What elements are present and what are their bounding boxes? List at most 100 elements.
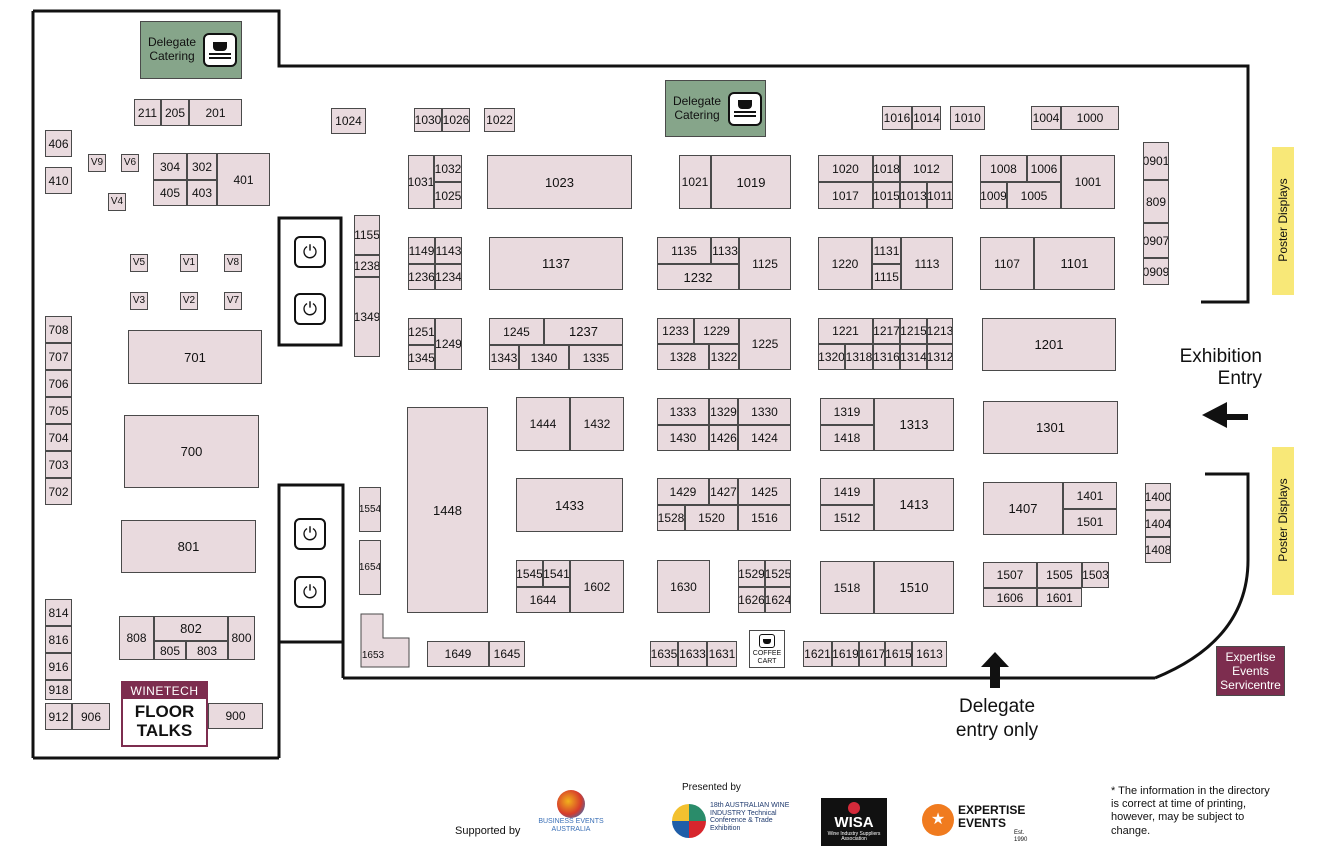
booth-802[interactable]: 802 — [154, 616, 228, 641]
booth-1340[interactable]: 1340 — [519, 345, 569, 370]
booth-1213[interactable]: 1213 — [927, 318, 953, 344]
booth-1249[interactable]: 1249 — [435, 318, 462, 370]
booth-1554[interactable]: 1554 — [359, 487, 381, 532]
booth-1505[interactable]: 1505 — [1037, 562, 1082, 588]
booth-0907[interactable]: 0907 — [1143, 223, 1169, 258]
booth-1635[interactable]: 1635 — [650, 641, 678, 667]
booth-1314[interactable]: 1314 — [900, 344, 927, 370]
booth-v6[interactable]: V6 — [121, 154, 139, 172]
booth-900[interactable]: 900 — [208, 703, 263, 729]
booth-205[interactable]: 205 — [161, 99, 189, 126]
booth-v7[interactable]: V7 — [224, 292, 242, 310]
booth-701[interactable]: 701 — [128, 330, 262, 384]
booth-1424[interactable]: 1424 — [738, 425, 791, 451]
booth-1009[interactable]: 1009 — [980, 182, 1007, 209]
booth-1015[interactable]: 1015 — [873, 182, 900, 209]
booth-1329[interactable]: 1329 — [709, 398, 738, 425]
booth-1018[interactable]: 1018 — [873, 155, 900, 182]
booth-1012[interactable]: 1012 — [900, 155, 953, 182]
booth-1201[interactable]: 1201 — [982, 318, 1116, 371]
booth-1503[interactable]: 1503 — [1082, 562, 1109, 588]
booth-1425[interactable]: 1425 — [738, 478, 791, 505]
booth-1220[interactable]: 1220 — [818, 237, 872, 290]
booth-v5[interactable]: V5 — [130, 254, 148, 272]
booth-v3[interactable]: V3 — [130, 292, 148, 310]
booth-1426[interactable]: 1426 — [709, 425, 738, 451]
booth-1019[interactable]: 1019 — [711, 155, 791, 209]
booth-702[interactable]: 702 — [45, 478, 72, 505]
booth-1318[interactable]: 1318 — [845, 344, 873, 370]
booth-808[interactable]: 808 — [119, 616, 154, 660]
booth-1008[interactable]: 1008 — [980, 155, 1027, 182]
booth-816[interactable]: 816 — [45, 626, 72, 653]
booth-1613[interactable]: 1613 — [912, 641, 947, 667]
booth-1333[interactable]: 1333 — [657, 398, 709, 425]
booth-1404[interactable]: 1404 — [1145, 510, 1171, 537]
booth-1107[interactable]: 1107 — [980, 237, 1034, 290]
booth-1301[interactable]: 1301 — [983, 401, 1118, 454]
booth-1316[interactable]: 1316 — [873, 344, 900, 370]
booth-912[interactable]: 912 — [45, 703, 72, 730]
booth-405[interactable]: 405 — [153, 180, 187, 206]
booth-403[interactable]: 403 — [187, 180, 217, 206]
booth-1313[interactable]: 1313 — [874, 398, 954, 451]
booth-1149[interactable]: 1149 — [408, 237, 435, 264]
booth-1001[interactable]: 1001 — [1061, 155, 1115, 209]
booth-1644[interactable]: 1644 — [516, 587, 570, 613]
booth-1529[interactable]: 1529 — [738, 560, 765, 587]
booth-805[interactable]: 805 — [154, 641, 186, 660]
booth-1408[interactable]: 1408 — [1145, 537, 1171, 563]
booth-1621[interactable]: 1621 — [803, 641, 832, 667]
booth-707[interactable]: 707 — [45, 343, 72, 370]
booth-1006[interactable]: 1006 — [1027, 155, 1061, 182]
booth-304[interactable]: 304 — [153, 153, 187, 180]
booth-1631[interactable]: 1631 — [707, 641, 737, 667]
booth-703[interactable]: 703 — [45, 451, 72, 478]
booth-v4[interactable]: V4 — [108, 193, 126, 211]
booth-906[interactable]: 906 — [72, 703, 110, 730]
booth-1017[interactable]: 1017 — [818, 182, 873, 209]
booth-1133[interactable]: 1133 — [711, 237, 739, 264]
booth-1335[interactable]: 1335 — [569, 345, 623, 370]
booth-1528[interactable]: 1528 — [657, 505, 685, 531]
booth-1427[interactable]: 1427 — [709, 478, 738, 505]
coffee-cart[interactable]: COFFEE CART — [749, 630, 785, 668]
booth-1444[interactable]: 1444 — [516, 397, 570, 451]
booth-1217[interactable]: 1217 — [873, 318, 900, 344]
booth-1343[interactable]: 1343 — [489, 345, 519, 370]
booth-1617[interactable]: 1617 — [859, 641, 885, 667]
booth-705[interactable]: 705 — [45, 397, 72, 424]
booth-1601[interactable]: 1601 — [1037, 588, 1082, 607]
booth-809[interactable]: 809 — [1143, 180, 1169, 223]
booth-1407[interactable]: 1407 — [983, 482, 1063, 535]
booth-1541[interactable]: 1541 — [543, 560, 570, 587]
booth-1234[interactable]: 1234 — [435, 264, 462, 290]
booth-1245[interactable]: 1245 — [489, 318, 544, 345]
booth-1413[interactable]: 1413 — [874, 478, 954, 531]
booth-1312[interactable]: 1312 — [927, 344, 953, 370]
booth-1619[interactable]: 1619 — [832, 641, 859, 667]
booth-814[interactable]: 814 — [45, 599, 72, 626]
booth-1014[interactable]: 1014 — [912, 106, 941, 130]
booth-1432[interactable]: 1432 — [570, 397, 624, 451]
booth-1602[interactable]: 1602 — [570, 560, 624, 613]
booth-1319[interactable]: 1319 — [820, 398, 874, 425]
booth-1225[interactable]: 1225 — [739, 318, 791, 370]
booth-1030[interactable]: 1030 — [414, 108, 442, 132]
booth-1349[interactable]: 1349 — [354, 277, 380, 357]
booth-1448[interactable]: 1448 — [407, 407, 488, 613]
booth-1131[interactable]: 1131 — [872, 237, 901, 264]
booth-1010[interactable]: 1010 — [950, 106, 985, 130]
booth-1418[interactable]: 1418 — [820, 425, 874, 451]
booth-1236[interactable]: 1236 — [408, 264, 435, 290]
booth-1328[interactable]: 1328 — [657, 344, 709, 370]
booth-1000[interactable]: 1000 — [1061, 106, 1119, 130]
booth-1025[interactable]: 1025 — [434, 182, 462, 209]
booth-1232[interactable]: 1232 — [657, 264, 739, 290]
booth-1023[interactable]: 1023 — [487, 155, 632, 209]
booth-1016[interactable]: 1016 — [882, 106, 912, 130]
booth-1155[interactable]: 1155 — [354, 215, 380, 255]
booth-v8[interactable]: V8 — [224, 254, 242, 272]
booth-1430[interactable]: 1430 — [657, 425, 709, 451]
booth-1345[interactable]: 1345 — [408, 345, 435, 370]
